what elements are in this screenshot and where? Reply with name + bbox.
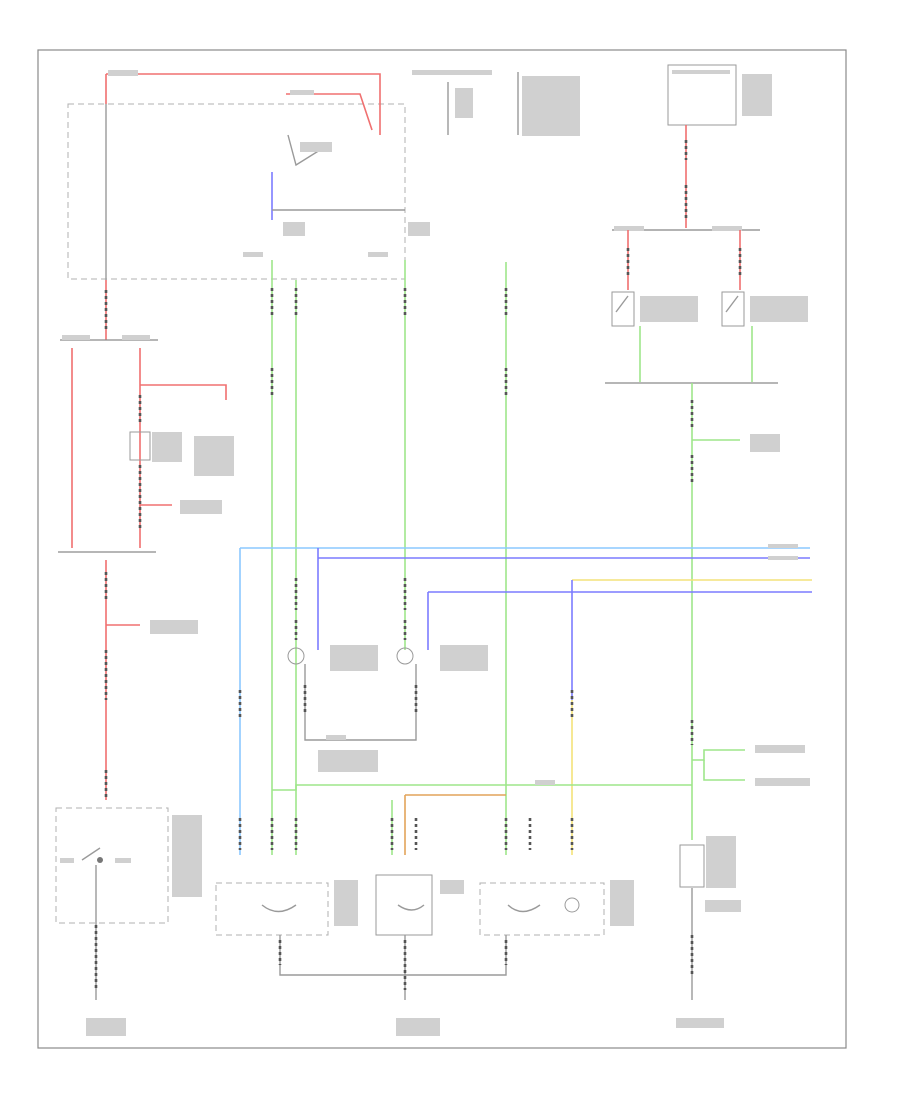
lower-harness: [238, 780, 692, 855]
front-side-marker-lamps: [287, 645, 488, 772]
blue-bus-lines: [238, 544, 812, 855]
brake-switches: [605, 291, 808, 384]
right-green-trunk: [676, 383, 810, 1028]
dash-fuse-box: [612, 64, 772, 290]
fuse-legend-text: [412, 70, 580, 136]
center-green-wires: [270, 260, 508, 855]
light-switch: [55, 807, 202, 1036]
left-column-circuit: [58, 280, 234, 800]
tail-light-assemblies: [215, 874, 634, 1036]
under-hood-fuse-box: [67, 70, 430, 280]
diagram-frame: [37, 49, 847, 1049]
